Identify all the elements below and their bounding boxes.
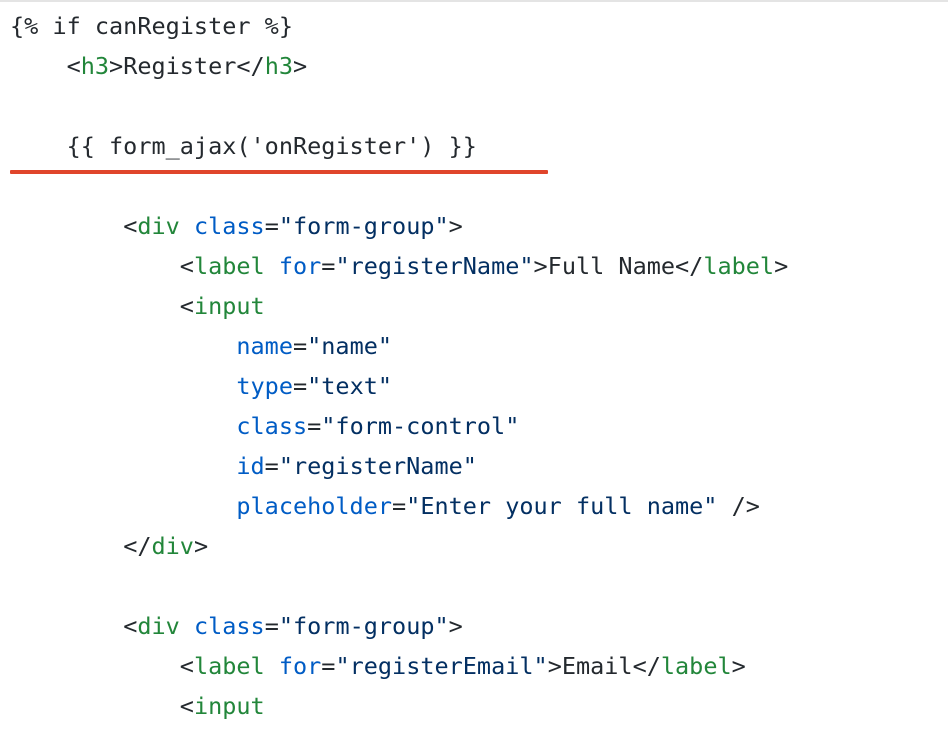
code-token-tag: h3 [264, 52, 293, 80]
code-token-plain: = [264, 452, 279, 480]
code-token-plain: < [123, 612, 138, 640]
code-token-attr: class [193, 212, 265, 240]
code-line: <div class="form-group"> [10, 606, 788, 646]
code-token-tag: div [137, 212, 180, 240]
code-token-tag: input [193, 692, 265, 720]
code-token-plain: > [193, 532, 209, 560]
code-token-plain: = [321, 252, 336, 280]
code-token-attr: for [278, 652, 322, 680]
code-line: </div> [10, 526, 788, 566]
code-token-plain: > [448, 212, 463, 240]
code-token-str: "registerName" [278, 452, 477, 480]
code-token-tag: label [703, 252, 775, 280]
code-token-plain: = [264, 212, 279, 240]
code-token-attr: type [236, 372, 293, 400]
code-line: <h3>Register</h3> [10, 46, 788, 86]
code-token-str: "registerEmail" [335, 652, 548, 680]
code-token-str: "Enter your full name" [406, 492, 718, 520]
code-token-plain [180, 212, 194, 240]
code-token-tag: label [193, 252, 265, 280]
code-token-str: "form-group" [278, 612, 449, 640]
code-token-plain: = [392, 492, 407, 520]
code-token-plain: = [292, 332, 308, 360]
code-line [10, 86, 788, 126]
code-token-plain: > [448, 612, 463, 640]
code-token-tag: label [193, 652, 265, 680]
code-line: id="registerName" [10, 446, 788, 486]
code-line: placeholder="Enter your full name" /> [10, 486, 788, 526]
code-token-plain: < [179, 652, 194, 680]
code-token-str: "text" [307, 372, 393, 400]
code-line: {{ form_ajax('onRegister') }} [10, 126, 788, 166]
code-token-plain: = [264, 612, 279, 640]
code-token-plain [265, 252, 279, 280]
code-token-plain: < [179, 252, 194, 280]
code-token-str: "registerName" [335, 252, 534, 280]
code-token-attr: name [236, 332, 293, 360]
code-line: <input [10, 686, 788, 726]
code-line: name="name" [10, 326, 788, 366]
code-token-plain: = [321, 652, 336, 680]
code-line [10, 566, 788, 606]
highlight-underline [10, 170, 548, 174]
code-token-attr: id [236, 452, 265, 480]
code-token-plain [180, 612, 194, 640]
code-line: <label for="registerEmail">Email</label> [10, 646, 788, 686]
code-token-plain: >Register</ [109, 52, 265, 80]
code-token-str: "form-control" [321, 412, 520, 440]
code-token-str: "name" [307, 332, 393, 360]
code-line: {% if canRegister %} [10, 6, 788, 46]
code-token-plain [265, 652, 279, 680]
code-token-plain: = [307, 412, 322, 440]
code-token-plain: </ [123, 532, 152, 560]
code-token-plain: {{ form_ajax('onRegister') }} [66, 132, 477, 160]
code-token-plain: >Full Name</ [533, 252, 704, 280]
code-token-plain: /> [717, 492, 760, 520]
code-token-attr: class [236, 412, 308, 440]
code-token-attr: for [278, 252, 322, 280]
code-line: <div class="form-group"> [10, 206, 788, 246]
code-token-plain: {% if canRegister %} [10, 12, 293, 40]
code-token-plain: > [731, 652, 746, 680]
code-token-tag: input [193, 292, 265, 320]
code-token-plain: < [123, 212, 138, 240]
code-line: <label for="registerName">Full Name</lab… [10, 246, 788, 286]
code-line: type="text" [10, 366, 788, 406]
code-token-plain: >Email</ [547, 652, 661, 680]
code-token-tag: div [137, 612, 180, 640]
code-token-plain: > [292, 52, 308, 80]
code-line: class="form-control" [10, 406, 788, 446]
code-token-tag: label [660, 652, 732, 680]
code-token-plain: < [179, 692, 194, 720]
code-line: <input [10, 286, 788, 326]
code-token-plain: < [179, 292, 194, 320]
code-token-plain: > [774, 252, 789, 280]
code-token-plain: = [292, 372, 308, 400]
code-token-attr: class [193, 612, 265, 640]
code-token-tag: div [151, 532, 194, 560]
code-token-str: "form-group" [278, 212, 449, 240]
code-token-plain: < [66, 52, 81, 80]
code-token-attr: placeholder [236, 492, 393, 520]
code-block: {% if canRegister %} <h3>Register</h3> {… [10, 6, 788, 726]
code-token-tag: h3 [80, 52, 110, 80]
